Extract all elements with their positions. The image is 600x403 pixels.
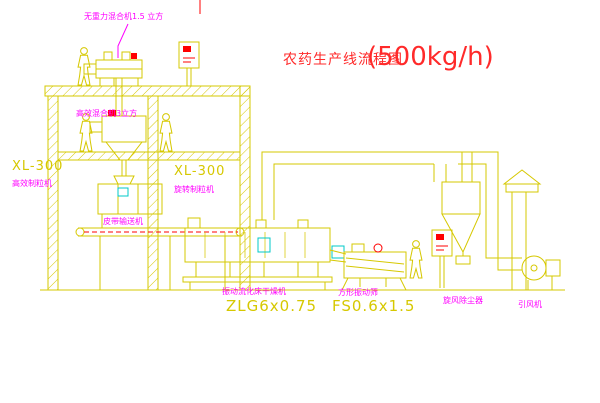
draft-fan-machine (521, 255, 561, 290)
screen-motor-mark (373, 243, 383, 253)
label-fan: 引风机 (518, 300, 542, 309)
fluid-bed-dryer-machine (182, 217, 347, 290)
drawing-title: 农药生产线流程图 (283, 52, 403, 68)
label-high-mixer: 高效混合机3立方 (76, 109, 138, 118)
exhaust-stack (502, 169, 542, 290)
drawing-capacity: (500kg/h) (367, 42, 494, 72)
leader-line-gravity-mixer (117, 23, 129, 58)
label-dryer-model: ZLG6x0.75 (226, 297, 318, 315)
dryer-port (257, 237, 271, 253)
control-cabinet-upper (178, 41, 200, 86)
label-granulator-center-name: 旋转制粒机 (174, 185, 214, 194)
label-screen-name: 方形振动筛 (338, 288, 378, 297)
gravity-mixer-machine (83, 51, 143, 116)
label-screen-model: FS0.6x1.5 (332, 297, 416, 315)
label-granulator-left-name: 高效制粒机 (12, 179, 52, 188)
mixer2-motor-mark (108, 110, 116, 116)
label-cyclone: 旋风除尘器 (443, 296, 483, 305)
exhaust-ductwork (261, 151, 522, 271)
label-dryer-name: 振动流化床干燥机 (222, 287, 286, 296)
vibrating-screen-machine (341, 243, 407, 291)
high-mixer-machine (89, 110, 147, 176)
belt-conveyor-machine (75, 227, 245, 290)
granulator-machine (97, 175, 163, 228)
control-cabinet-lower (431, 229, 453, 288)
worker-figure-ground (409, 240, 423, 279)
mixer-motor-mark (131, 53, 137, 59)
worker-figure-midfloor-right (159, 113, 173, 152)
label-granulator-center-model: XL-300 (174, 164, 226, 179)
building-structure (40, 85, 565, 291)
label-belt-conveyor: 皮带输送机 (103, 217, 143, 226)
label-granulator-left-model: XL-300 (12, 159, 64, 174)
cyclone-machine (441, 181, 481, 265)
granulator-port (117, 187, 129, 197)
label-gravity-mixer: 无重力混合机1.5 立方 (84, 12, 164, 21)
